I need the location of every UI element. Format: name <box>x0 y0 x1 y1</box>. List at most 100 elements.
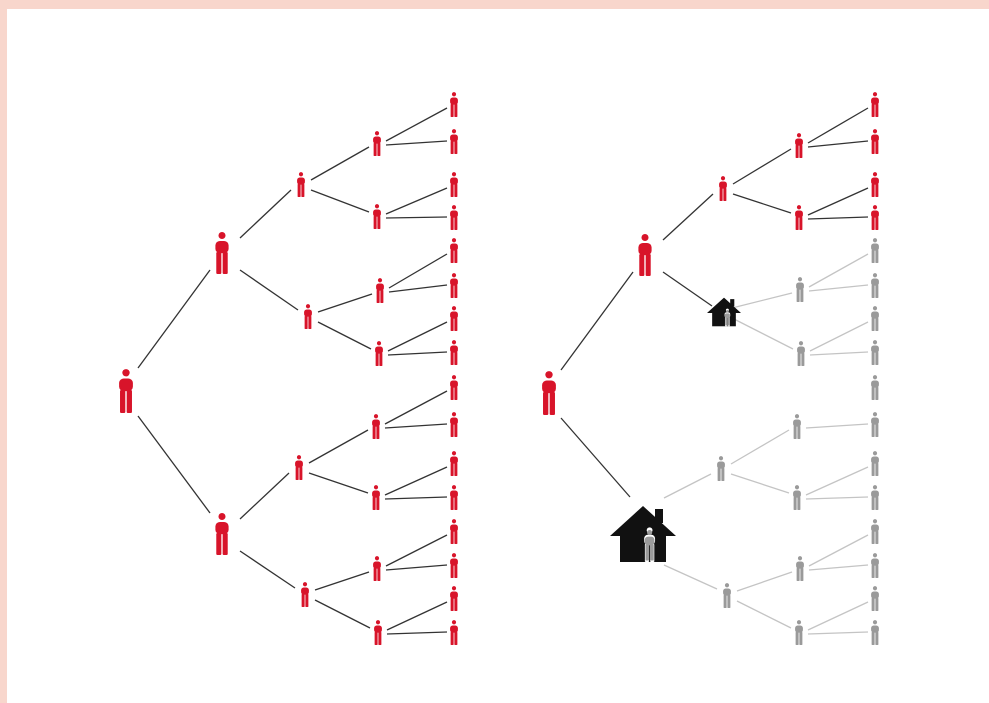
tree-link <box>807 601 869 631</box>
tree-link <box>736 600 792 629</box>
person-icon <box>373 131 381 156</box>
tree-link <box>387 321 448 352</box>
person-icon <box>295 455 303 480</box>
tree-link <box>310 189 370 213</box>
person-icon <box>375 341 383 366</box>
tree-link <box>807 140 869 148</box>
tree-link <box>732 148 792 185</box>
person-icon <box>723 583 731 608</box>
person-icon <box>871 375 879 400</box>
person-icon <box>871 620 879 645</box>
person-icon <box>871 451 879 476</box>
person-icon <box>450 620 458 645</box>
tree-link <box>310 146 370 181</box>
tree-link <box>808 253 869 288</box>
person-icon <box>450 306 458 331</box>
tree-link <box>730 429 790 465</box>
person-icon <box>450 238 458 263</box>
tree-link <box>385 107 448 142</box>
tree-link <box>808 534 869 567</box>
person-icon <box>797 341 805 366</box>
tree-link <box>314 571 370 591</box>
tree-link <box>388 284 448 293</box>
person-icon <box>871 92 879 117</box>
diagram-canvas <box>7 9 989 703</box>
person-icon <box>450 519 458 544</box>
person-icon <box>297 172 305 197</box>
person-icon <box>450 375 458 400</box>
tree-link <box>384 496 448 500</box>
person-icon <box>796 556 804 581</box>
tree-link <box>317 321 372 350</box>
person-icon <box>871 412 879 437</box>
person-icon <box>450 412 458 437</box>
person-icon <box>450 340 458 365</box>
person-icon <box>871 306 879 331</box>
tree-link <box>239 472 290 520</box>
tree-link <box>384 466 448 496</box>
person-icon <box>450 205 458 230</box>
person-icon <box>871 273 879 298</box>
person-icon <box>450 553 458 578</box>
person-icon <box>871 586 879 611</box>
person-icon <box>450 273 458 298</box>
tree-link <box>385 187 448 215</box>
tree-link <box>239 550 296 589</box>
person-icon <box>301 582 309 607</box>
person-icon <box>871 129 879 154</box>
person-icon <box>376 278 384 303</box>
person-icon <box>795 133 803 158</box>
person-icon <box>304 304 312 329</box>
tree-link <box>663 564 718 590</box>
person-icon <box>871 519 879 544</box>
transmission-trees <box>119 92 879 645</box>
person-icon <box>450 129 458 154</box>
person-icon <box>372 414 380 439</box>
house-with-person-icon <box>610 506 676 562</box>
person-icon <box>450 485 458 510</box>
tree-link <box>385 140 448 146</box>
house-with-person-icon <box>707 297 741 327</box>
tree-link <box>807 631 869 635</box>
tree-link <box>308 429 369 464</box>
tree-link <box>384 423 448 429</box>
tree-link <box>385 216 448 219</box>
person-icon <box>871 485 879 510</box>
tree-link <box>731 292 793 309</box>
person-icon <box>796 277 804 302</box>
person-icon <box>793 414 801 439</box>
person-icon <box>793 485 801 510</box>
tree-link <box>385 564 448 571</box>
person-icon <box>450 172 458 197</box>
tree-link <box>805 466 869 496</box>
tree-link <box>736 571 793 592</box>
tree-link <box>662 193 714 241</box>
person-icon <box>717 456 725 481</box>
person-icon <box>119 369 133 413</box>
person-icon <box>542 371 556 415</box>
person-icon <box>450 451 458 476</box>
tree-link <box>807 107 869 144</box>
tree-link <box>239 189 292 239</box>
person-icon <box>450 92 458 117</box>
tree-link <box>314 599 371 629</box>
tree-link <box>730 473 790 494</box>
person-icon <box>871 205 879 230</box>
tree-link <box>731 317 794 350</box>
tree-link <box>805 423 869 429</box>
person-icon <box>638 233 652 276</box>
tree-link <box>732 193 792 214</box>
tree-link <box>807 187 869 216</box>
person-icon <box>215 512 229 555</box>
person-icon <box>795 620 803 645</box>
tree-link <box>388 253 448 289</box>
tree-link <box>560 417 631 498</box>
tree-link <box>560 271 634 371</box>
tree-link <box>809 351 869 356</box>
person-icon <box>373 556 381 581</box>
tree-link <box>239 269 299 311</box>
tree-link <box>308 472 369 494</box>
tree-link <box>386 631 448 635</box>
tree-link <box>386 601 448 631</box>
person-icon <box>374 620 382 645</box>
